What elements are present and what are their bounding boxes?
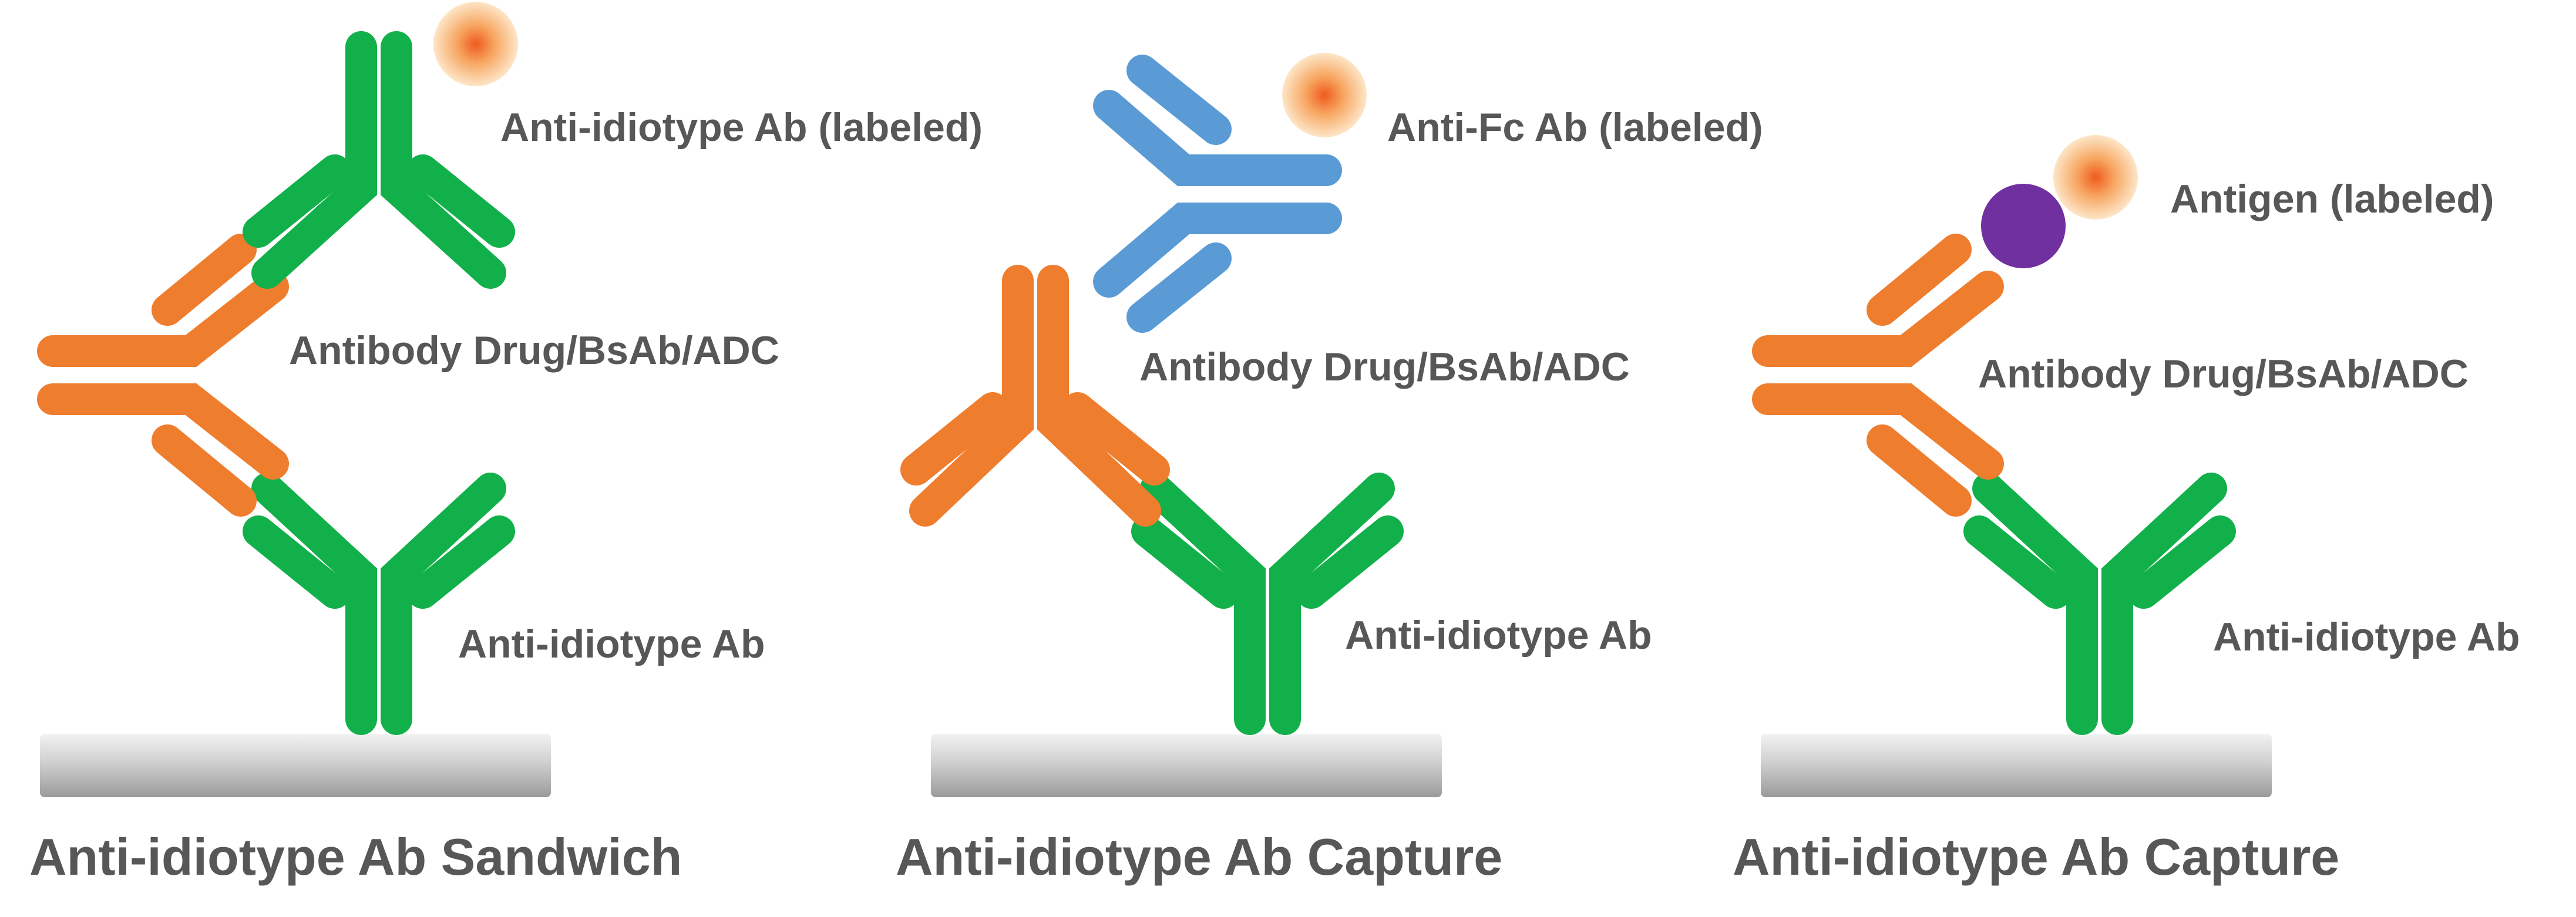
label-top: Anti-idiotype Ab (labeled) [500,105,983,150]
drug-antibody [37,234,289,517]
plate [931,734,1442,797]
plate [40,734,551,797]
labeled-anti-fc-antibody [1093,55,1342,333]
drug-antibody [1752,234,2004,517]
panel-title: Anti-idiotype Ab Capture [1733,828,2339,886]
capture-anti-idiotype-antibody [1131,473,1404,735]
label-marker [433,2,518,86]
panel-capture-antigen: Antigen (labeled) Antibody Drug/BsAb/ADC… [1733,135,2520,886]
panel-title: Anti-idiotype Ab Sandwich [29,828,682,886]
plate [1761,734,2272,797]
label-bottom: Anti-idiotype Ab [2213,615,2520,659]
label-marker [1282,53,1367,137]
panel-sandwich: Anti-idiotype Ab (labeled) Antibody Drug… [29,2,983,886]
panel-capture-anti-fc: Anti-Fc Ab (labeled) Antibody Drug/BsAb/… [896,53,1763,886]
label-top: Anti-Fc Ab (labeled) [1387,105,1763,150]
panel-title: Anti-idiotype Ab Capture [896,828,1502,886]
antigen [1981,184,2066,268]
label-bottom: Anti-idiotype Ab [458,622,765,666]
label-middle: Antibody Drug/BsAb/ADC [1978,352,2469,396]
capture-anti-idiotype-antibody [1963,473,2236,735]
label-middle: Antibody Drug/BsAb/ADC [1139,345,1630,389]
label-middle: Antibody Drug/BsAb/ADC [289,328,779,373]
label-marker [2053,135,2138,220]
drug-antibody [900,265,1170,527]
label-top: Antigen (labeled) [2170,177,2494,221]
capture-anti-idiotype-antibody [243,473,515,735]
label-bottom: Anti-idiotype Ab [1345,613,1652,658]
labeled-anti-idiotype-antibody [243,31,515,289]
